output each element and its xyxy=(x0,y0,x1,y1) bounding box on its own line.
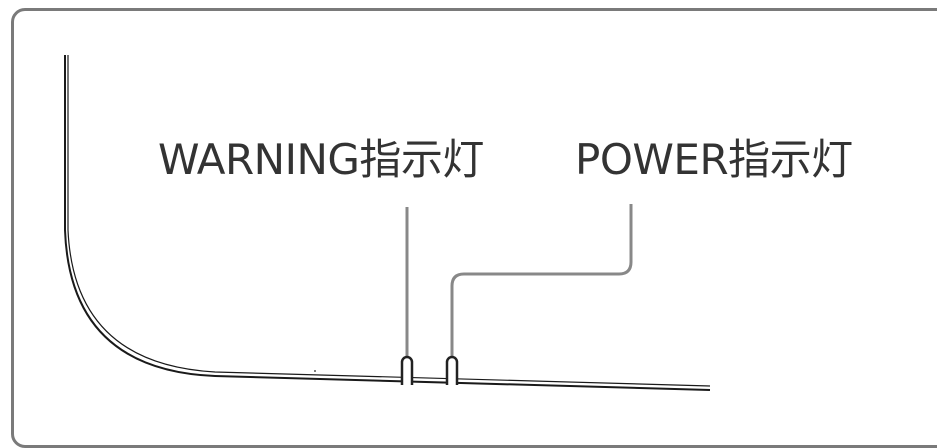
diagram-frame xyxy=(11,8,937,448)
device-mark-dot xyxy=(314,370,316,372)
warning-indicator-label: WARNING指示灯 xyxy=(158,135,484,184)
power-indicator-led xyxy=(445,355,459,385)
device-outline-inner xyxy=(67,55,711,387)
warning-indicator-led xyxy=(400,355,414,385)
power-indicator-label: POWER指示灯 xyxy=(575,135,853,184)
device-outline-outer xyxy=(64,55,711,391)
device-diagram xyxy=(64,55,711,391)
power-leader-line xyxy=(450,204,633,356)
